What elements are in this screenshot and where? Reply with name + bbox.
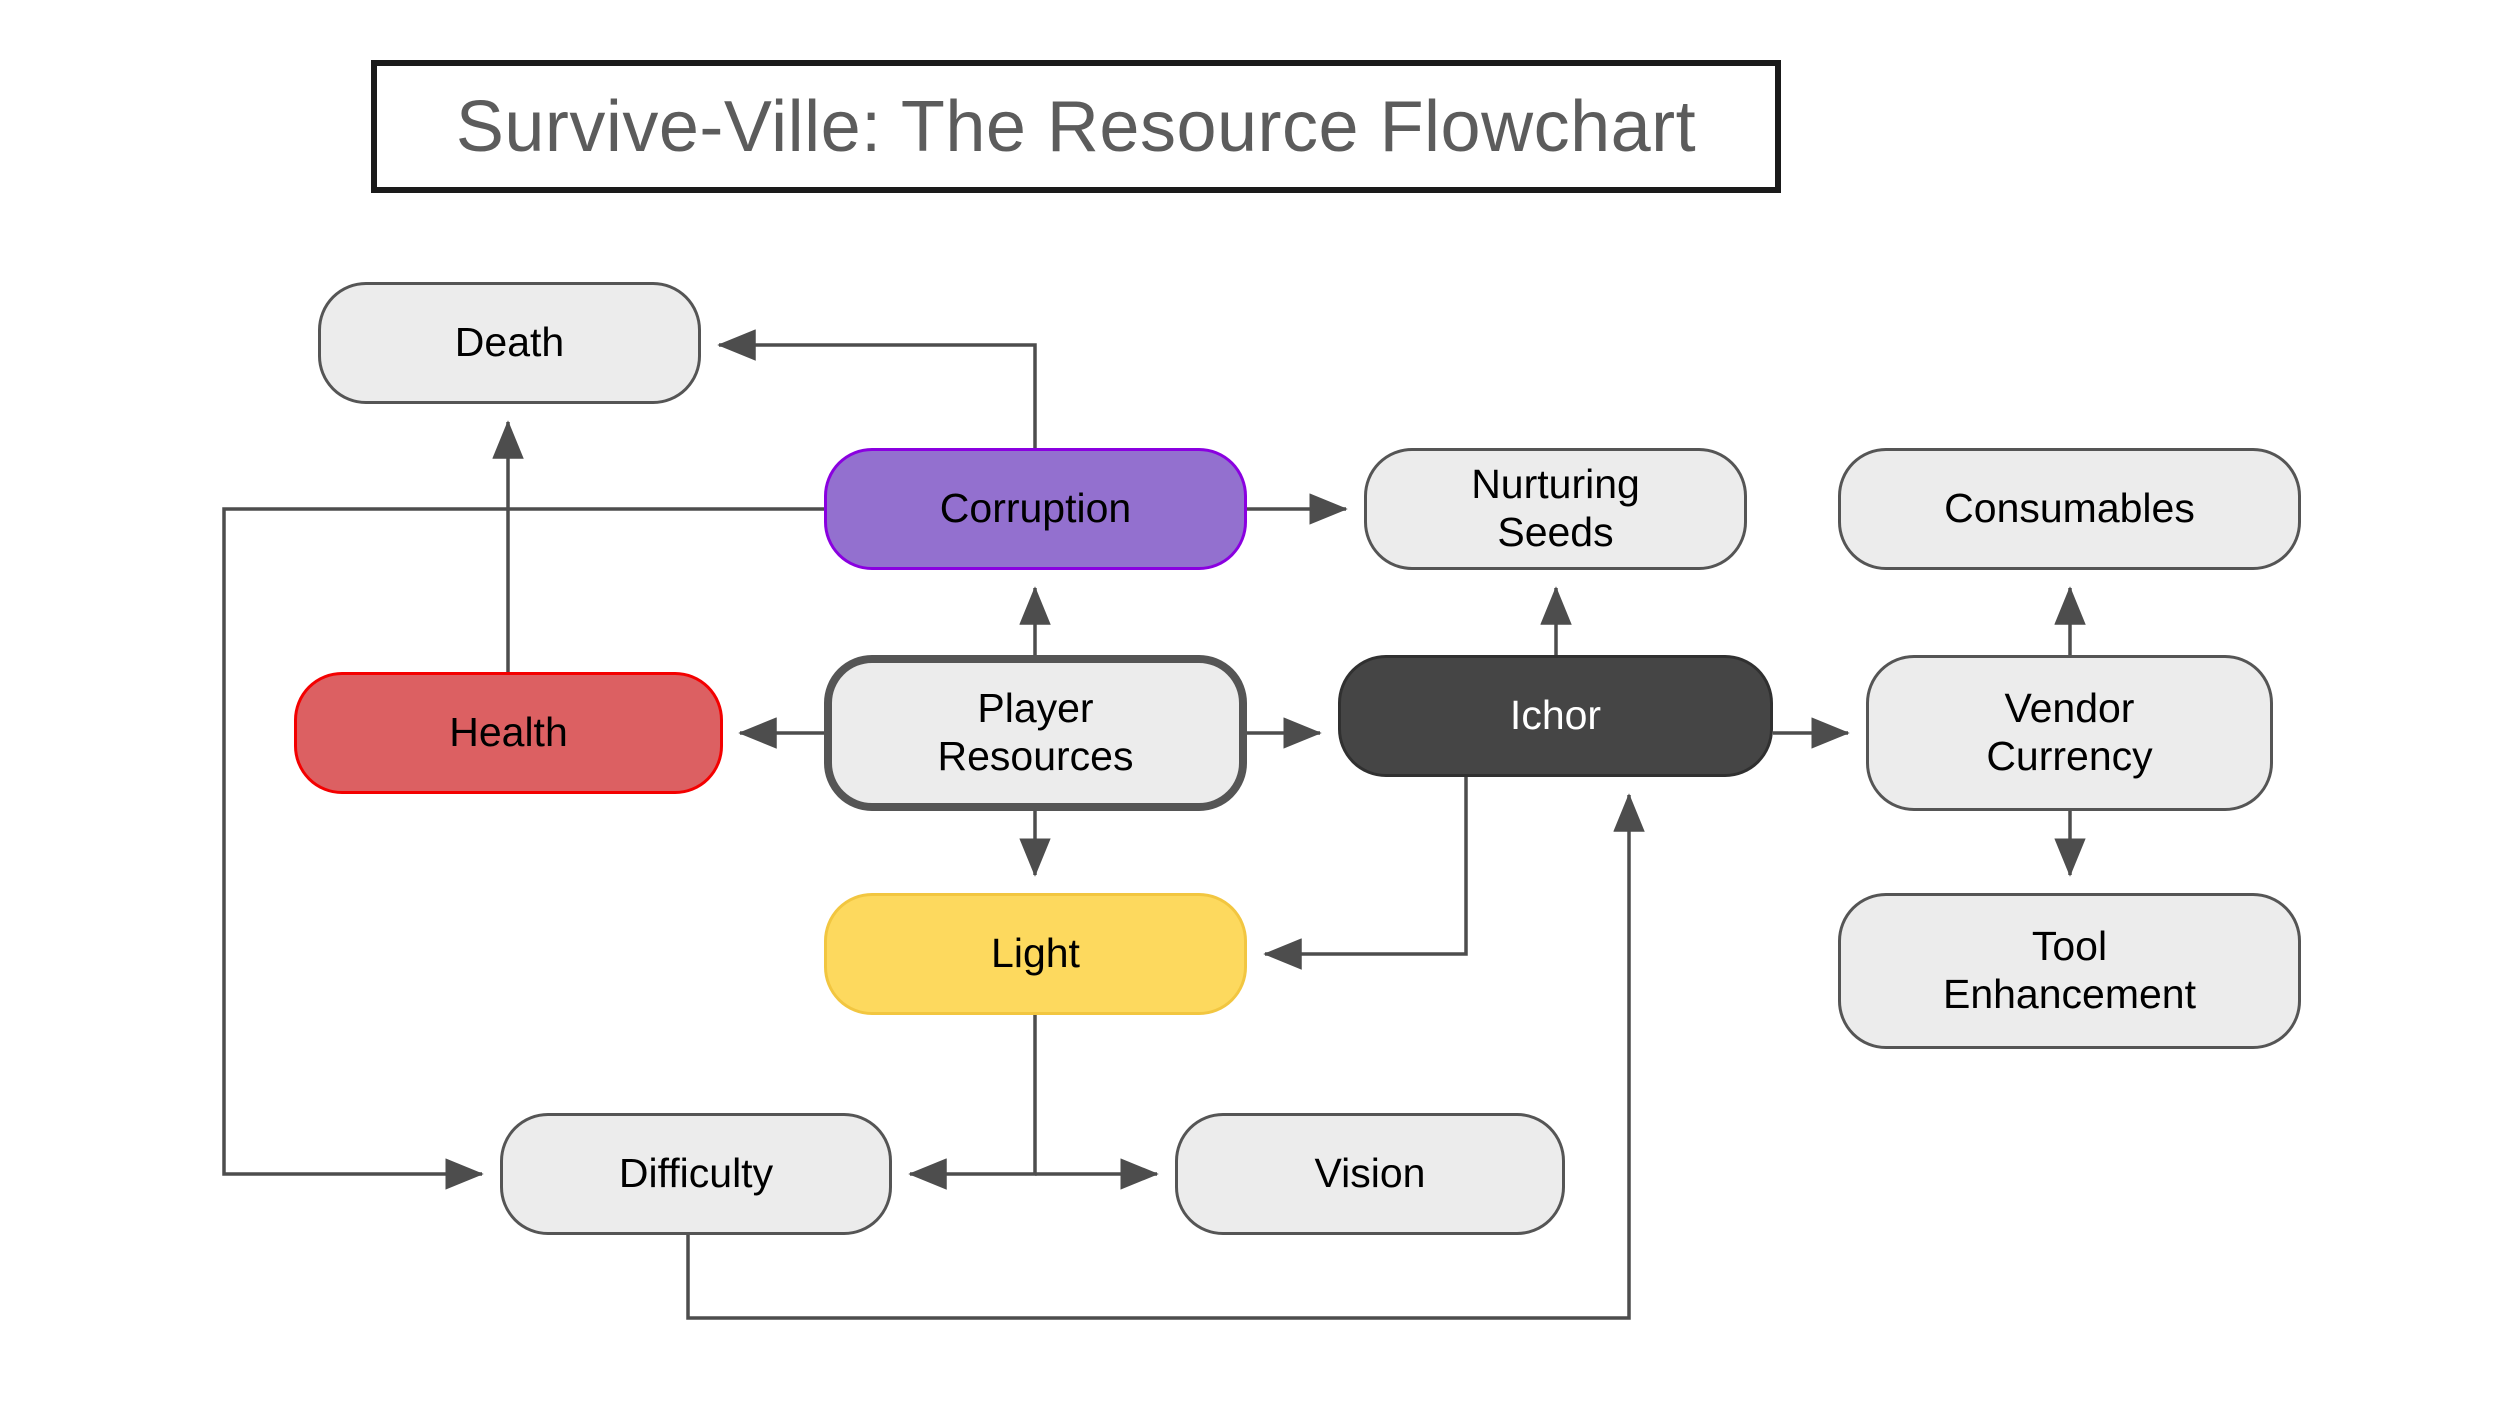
node-corruption[interactable]: Corruption: [824, 448, 1247, 570]
node-ichor-label: Ichor: [1509, 692, 1602, 739]
edge-corruption-difficulty: [222, 507, 824, 1190]
node-death[interactable]: Death: [318, 282, 701, 404]
node-tool-enhancement-label: Tool Enhancement: [1942, 923, 2196, 1017]
node-death-label: Death: [454, 319, 565, 366]
node-health-label: Health: [449, 709, 568, 756]
node-consumables[interactable]: Consumables: [1838, 448, 2301, 570]
node-tool-enhancement[interactable]: Tool Enhancement: [1838, 893, 2301, 1049]
node-light[interactable]: Light: [824, 893, 1247, 1015]
page-title: Survive-Ville: The Resource Flowchart: [455, 86, 1697, 167]
edge-light-difficulty: [908, 1015, 1037, 1190]
node-health[interactable]: Health: [294, 672, 723, 794]
node-player-resources[interactable]: Player Resources: [824, 655, 1247, 811]
node-difficulty-label: Difficulty: [618, 1150, 774, 1197]
node-nurturing-seeds-label: Nurturing Seeds: [1471, 461, 1640, 555]
node-vision[interactable]: Vision: [1175, 1113, 1565, 1235]
edge-ichor-light: [1263, 777, 1468, 970]
node-consumables-label: Consumables: [1944, 485, 2195, 532]
node-ichor[interactable]: Ichor: [1338, 655, 1773, 777]
node-vendor-currency[interactable]: Vendor Currency: [1866, 655, 2273, 811]
node-corruption-label: Corruption: [939, 485, 1132, 532]
chart-title-box: Survive-Ville: The Resource Flowchart: [371, 60, 1781, 193]
node-nurturing-seeds[interactable]: Nurturing Seeds: [1364, 448, 1747, 570]
node-vendor-currency-label: Vendor Currency: [1986, 685, 2153, 779]
node-player-resources-label: Player Resources: [937, 685, 1134, 779]
edge-difficulty-ichor: [686, 793, 1645, 1320]
node-difficulty[interactable]: Difficulty: [500, 1113, 892, 1235]
edge-corruption-death: [717, 329, 1037, 448]
node-vision-label: Vision: [1314, 1150, 1426, 1197]
node-light-label: Light: [991, 930, 1080, 977]
